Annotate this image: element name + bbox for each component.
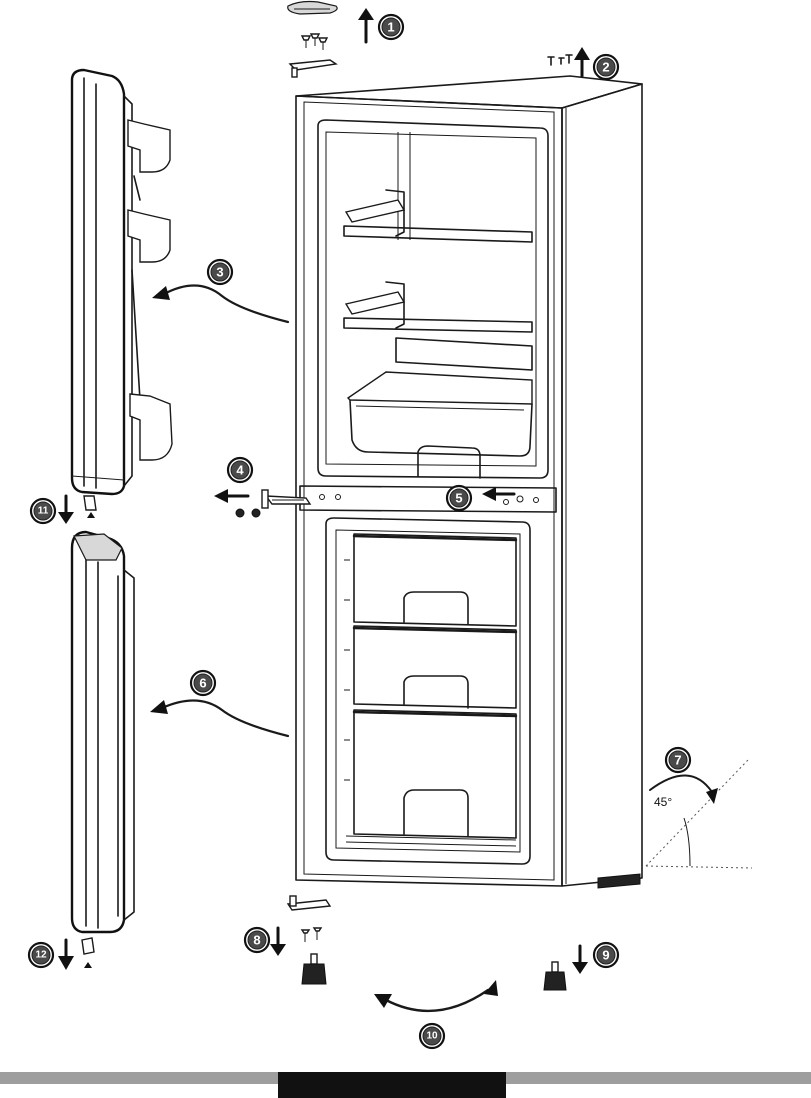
svg-text:7: 7	[674, 753, 681, 768]
lower-door-hinge-pin	[82, 938, 94, 968]
arrow-down-9	[572, 946, 588, 974]
top-hinge-cover	[288, 2, 337, 15]
step-badge-4: 4	[228, 458, 252, 482]
bottom-hinge-screws	[302, 928, 321, 942]
step-badge-3: 3	[208, 260, 232, 284]
middle-hinge	[236, 490, 310, 517]
svg-text:3: 3	[216, 265, 223, 280]
svg-text:2: 2	[602, 60, 609, 75]
arrow-left-5	[482, 487, 514, 501]
arrow-remove-lower-door	[150, 700, 288, 736]
step-badge-1: 1	[379, 15, 403, 39]
bottom-hinge	[288, 896, 330, 910]
adjustable-foot-right	[544, 962, 566, 990]
step-badge-8: 8	[245, 928, 269, 952]
step-badge-5: 5	[447, 486, 471, 510]
top-cover-screws	[548, 55, 572, 65]
svg-text:11: 11	[38, 506, 49, 517]
top-hinge-bracket	[290, 60, 336, 77]
svg-text:12: 12	[35, 950, 47, 961]
tilt-angle-label: 45°	[654, 795, 672, 809]
step-badge-7: 7	[666, 748, 690, 772]
arrow-swap-10	[374, 980, 498, 1011]
arrow-down-8	[270, 928, 286, 956]
arrow-remove-upper-door	[152, 285, 288, 322]
svg-text:10: 10	[426, 1031, 438, 1042]
step-badge-10: 10	[420, 1024, 444, 1048]
top-hinge-screws	[302, 34, 327, 50]
footer-bar	[0, 1072, 811, 1098]
step-badge-12: 12	[29, 943, 53, 967]
step-badge-11: 11	[31, 499, 55, 523]
adjustable-foot-left	[302, 954, 326, 984]
arrow-down-11	[58, 496, 74, 524]
arrow-down-12	[58, 940, 74, 970]
tilt-guide	[646, 760, 752, 868]
step-badge-2: 2	[594, 55, 618, 79]
step-badge-6: 6	[191, 671, 215, 695]
svg-text:5: 5	[455, 491, 462, 506]
svg-text:6: 6	[199, 676, 206, 691]
fridge-cabinet	[296, 76, 642, 888]
svg-text:9: 9	[602, 948, 609, 963]
arrow-up-2	[574, 47, 590, 76]
svg-text:1: 1	[387, 20, 394, 35]
lower-door	[72, 532, 134, 932]
step-badge-9: 9	[594, 943, 618, 967]
arrow-up-1	[358, 8, 374, 42]
upper-door	[72, 70, 172, 494]
arrow-left-4	[214, 489, 248, 503]
svg-text:8: 8	[253, 933, 260, 948]
svg-text:4: 4	[236, 463, 244, 478]
upper-door-hinge-pin	[84, 496, 96, 518]
